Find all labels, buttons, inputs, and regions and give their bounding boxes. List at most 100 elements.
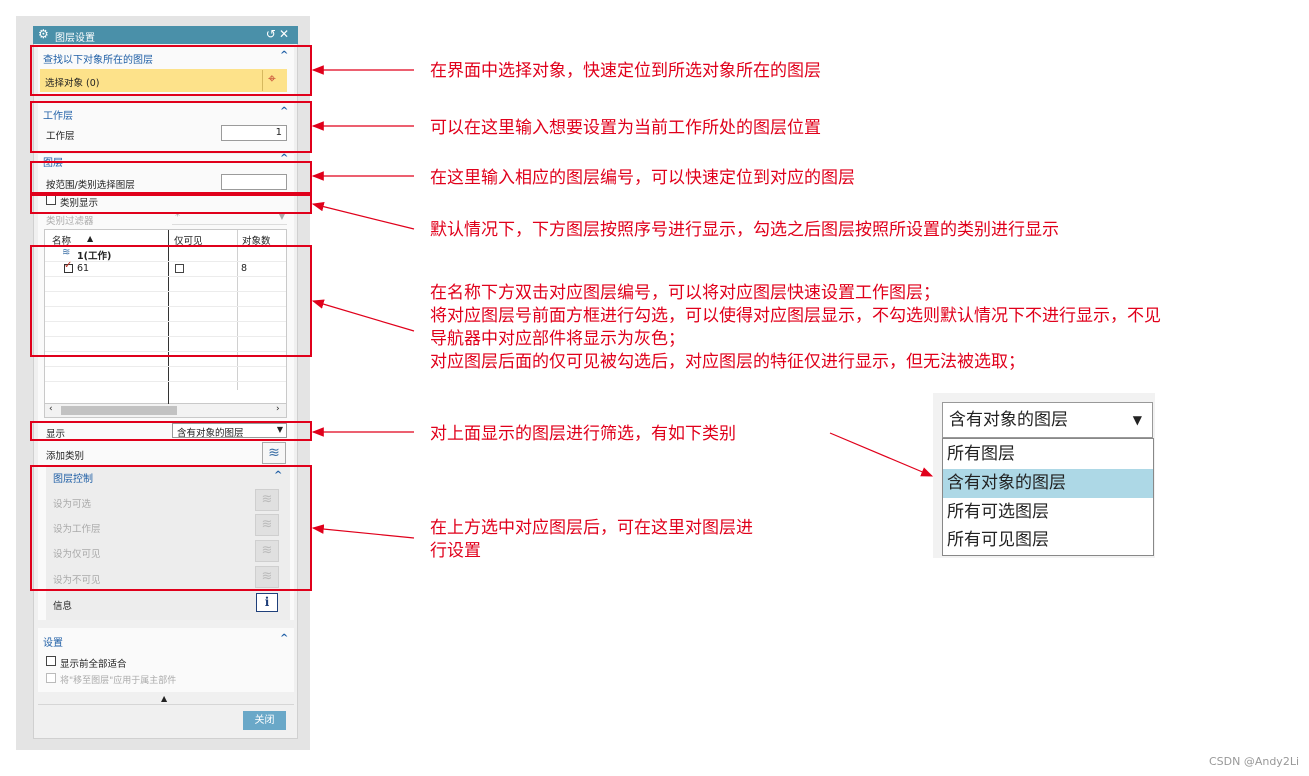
set-invisible-button[interactable]: ≋: [255, 566, 279, 588]
annotation-text: 在名称下方双击对应图层编号，可以将对应图层快速设置工作图层；: [430, 283, 940, 303]
set-invisible-label: 设为不可见: [53, 575, 101, 586]
layer-filter-options: 所有图层 含有对象的图层 所有可选图层 所有可见图层: [942, 438, 1154, 556]
info-button[interactable]: i: [256, 593, 278, 612]
crosshair-icon[interactable]: ⌖: [268, 71, 276, 87]
dropdown-arrow-icon: ▼: [1132, 413, 1142, 427]
highlight-find: [30, 45, 312, 96]
layer-name: 61: [77, 263, 90, 274]
show-select-value: 含有对象的图层: [177, 428, 244, 439]
add-category-button[interactable]: ≋: [262, 442, 286, 464]
select-object-row[interactable]: 选择对象 (0) ⌖: [40, 69, 287, 92]
dropdown-arrow-icon: ▼: [276, 425, 283, 434]
watermark: CSDN @Andy2Li: [1208, 755, 1299, 768]
find-section-title[interactable]: 查找以下对象所在的图层: [43, 55, 153, 66]
layer-stack-icon: ≋: [261, 569, 273, 584]
range-label: 按范围/类别选择图层: [46, 180, 135, 191]
sort-asc-icon: ▲: [87, 234, 94, 243]
work-layer-label: 工作层: [46, 131, 75, 142]
dialog-titlebar: ⚙ 图层设置 ↺✕: [33, 26, 298, 44]
set-work-layer-label: 设为工作层: [53, 524, 101, 535]
object-count: 8: [241, 263, 248, 274]
collapse-caret-icon[interactable]: ^: [280, 153, 289, 164]
dialog-title: 图层设置: [55, 33, 95, 44]
work-layer-title[interactable]: 工作层: [43, 111, 73, 122]
annotation-text: 在这里输入相应的图层编号，可以快速定位到对应的图层: [430, 168, 855, 188]
annotation-text: 行设置: [430, 541, 481, 561]
scroll-left-icon[interactable]: ‹: [49, 404, 53, 414]
set-selectable-button[interactable]: ≋: [255, 489, 279, 511]
layer-stack-icon: ≋: [268, 445, 280, 461]
arrow-line: [311, 299, 415, 332]
highlight-control: [30, 465, 312, 591]
work-layer-input[interactable]: 1: [221, 125, 287, 141]
layer-filter-select[interactable]: 含有对象的图层 ▼: [942, 402, 1153, 438]
column-header-visible-only[interactable]: 仅可见: [174, 236, 203, 247]
category-filter-field[interactable]: * ▼: [172, 211, 287, 225]
move-apply-checkbox[interactable]: [46, 673, 56, 683]
collapse-caret-icon[interactable]: ^: [280, 50, 289, 61]
collapse-caret-icon[interactable]: ^: [280, 633, 289, 644]
layer-stack-icon: ≋: [261, 543, 273, 558]
scrollbar-thumb[interactable]: [61, 406, 177, 415]
arrow-line: [311, 524, 415, 539]
set-visible-only-button[interactable]: ≋: [255, 540, 279, 562]
category-display-label: 类别显示: [60, 198, 99, 209]
annotation-text: 对应图层后面的仅可见被勾选后，对应图层的特征仅进行显示，但无法被选取；: [430, 352, 1025, 372]
arrow-line: [829, 432, 934, 477]
fit-all-label: 显示前全部适合: [60, 659, 127, 670]
show-select[interactable]: 含有对象的图层 ▼: [172, 423, 287, 439]
annotation-text: 在上方选中对应图层后，可在这里对图层进: [430, 518, 753, 538]
table-row[interactable]: ≋ 1(工作): [45, 247, 286, 262]
scroll-right-icon[interactable]: ›: [276, 404, 280, 414]
table-row[interactable]: ✓ 61 8: [45, 260, 286, 276]
settings-title[interactable]: 设置: [43, 638, 63, 649]
layer-filter-selected: 含有对象的图层: [949, 410, 1068, 430]
category-filter-label: 类别过滤器: [46, 216, 94, 227]
info-label: 信息: [53, 601, 73, 612]
reset-icon[interactable]: ↺: [265, 27, 279, 41]
layer-visible-checkbox[interactable]: [64, 264, 73, 273]
close-button[interactable]: 关闭: [243, 711, 286, 730]
collapse-caret-icon[interactable]: ^: [274, 470, 283, 481]
fit-all-checkbox[interactable]: [46, 656, 56, 666]
dropdown-option[interactable]: 所有可选图层: [947, 502, 1049, 522]
annotation-text: 将对应图层号前面方框进行勾选，可以使得对应图层显示，不勾选则默认情况下不进行显示…: [430, 306, 1161, 326]
layers-title[interactable]: 图层: [43, 158, 63, 169]
info-icon: i: [264, 595, 270, 609]
layer-stack-icon: ≋: [261, 492, 273, 507]
annotation-text: 可以在这里输入想要设置为当前工作所处的图层位置: [430, 118, 821, 138]
collapse-caret-icon[interactable]: ^: [280, 106, 289, 117]
highlight-show: [30, 421, 312, 441]
layer-grid: 名称 ▲ 仅可见 对象数 ≋ 1(工作) ✓ 61 8: [44, 229, 287, 405]
gear-icon: ⚙: [38, 27, 49, 41]
add-category-label: 添加类别: [46, 451, 85, 462]
annotation-text: 导航器中对应部件将显示为灰色；: [430, 329, 685, 349]
visible-only-checkbox[interactable]: [175, 264, 184, 273]
layer-stack-icon: ≋: [62, 247, 71, 258]
annotation-text: 在界面中选择对象，快速定位到所选对象所在的图层: [430, 61, 821, 81]
dropdown-option[interactable]: 所有可见图层: [947, 530, 1049, 550]
column-header-count[interactable]: 对象数: [242, 236, 271, 247]
set-work-layer-button[interactable]: ≋: [255, 514, 279, 536]
layer-control-section: [46, 466, 290, 620]
horizontal-scrollbar[interactable]: ‹ ›: [44, 404, 287, 418]
category-filter-value: *: [175, 211, 180, 222]
layer-stack-icon: ≋: [261, 517, 273, 532]
close-icon[interactable]: ✕: [278, 27, 292, 41]
settings-section: [38, 628, 294, 692]
arrow-line: [311, 201, 415, 230]
expand-more-icon[interactable]: ▲: [161, 694, 168, 703]
layer-control-title[interactable]: 图层控制: [53, 474, 93, 485]
annotation-text: 对上面显示的图层进行筛选，有如下类别: [430, 424, 736, 444]
highlight-work-layer: [30, 101, 312, 153]
set-selectable-label: 设为可选: [53, 499, 92, 510]
column-header-name[interactable]: 名称: [52, 236, 72, 247]
dropdown-option[interactable]: 所有图层: [947, 444, 1015, 464]
dropdown-option-selected[interactable]: 含有对象的图层: [943, 469, 1153, 498]
highlight-range: [30, 161, 312, 194]
range-input[interactable]: [221, 174, 287, 190]
highlight-grid: [30, 245, 312, 357]
highlight-category-display: [30, 194, 312, 214]
annotation-text: 默认情况下，下方图层按照序号进行显示，勾选之后图层按照所设置的类别进行显示: [430, 220, 1059, 240]
move-apply-label: 将"移至图层"应用于属主部件: [60, 676, 177, 686]
